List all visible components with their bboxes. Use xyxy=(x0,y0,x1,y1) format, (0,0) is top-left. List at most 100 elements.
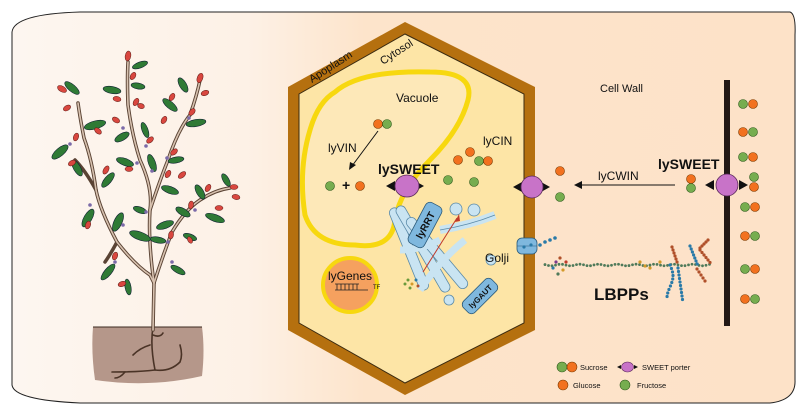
sucrose-molecule xyxy=(740,231,760,241)
monosaccharide-bead xyxy=(671,248,675,252)
monosaccharide-bead xyxy=(571,264,575,267)
sweet-porter-cell-wall xyxy=(705,173,748,197)
monosaccharide-bead xyxy=(676,269,681,274)
monosaccharide-bead xyxy=(547,264,550,267)
cytosol-sugars xyxy=(443,147,493,187)
monosaccharide-bead xyxy=(561,268,565,272)
monosaccharide-bead xyxy=(704,240,708,244)
monosaccharide-bead xyxy=(558,256,562,260)
monosaccharide-bead xyxy=(700,250,704,255)
monosaccharide-bead xyxy=(564,263,568,267)
goji-plant-illustration xyxy=(51,50,241,384)
sucrose-molecule xyxy=(686,174,696,193)
plus-sign: + xyxy=(342,177,350,193)
monosaccharide-bead xyxy=(613,263,617,266)
monosaccharide-bead xyxy=(672,251,676,255)
monosaccharide-bead xyxy=(676,266,680,270)
monosaccharide-bead xyxy=(702,242,706,246)
legend-label-glucose: Glucose xyxy=(573,381,601,390)
monosaccharide-bead xyxy=(704,255,708,260)
monosaccharide-bead xyxy=(606,264,610,268)
sucrose-molecule xyxy=(373,119,392,129)
monosaccharide-bead xyxy=(677,276,682,281)
monosaccharide-bead xyxy=(677,273,681,277)
monosaccharide-bead xyxy=(592,263,596,267)
lycwin-label: lyCWIN xyxy=(598,169,639,183)
monosaccharide-bead xyxy=(690,250,695,254)
monosaccharide-bead xyxy=(680,294,684,298)
sucrose-molecule xyxy=(740,294,760,304)
apoplast-region: Cell Wall lyCWIN lySWEET LBPPs xyxy=(543,80,760,326)
legend-label-fructose: Fructose xyxy=(637,381,666,390)
monosaccharide-bead xyxy=(678,280,682,284)
monosaccharide-bead xyxy=(708,260,712,265)
monosaccharide-bead xyxy=(670,280,674,285)
sweet-porter-vacuole xyxy=(386,174,424,198)
monosaccharide-bead xyxy=(693,256,697,260)
monosaccharide-bead xyxy=(673,262,676,266)
monosaccharide-bead xyxy=(699,273,703,277)
fructose-molecule xyxy=(555,192,565,202)
sucrose-molecule xyxy=(749,172,759,192)
monosaccharide-bead xyxy=(665,294,669,299)
monosaccharide-bead xyxy=(706,238,710,242)
monosaccharide-bead xyxy=(666,264,669,267)
legend-label-sweet-porter: SWEET porter xyxy=(642,363,691,372)
monosaccharide-bead xyxy=(543,263,547,266)
monosaccharide-bead xyxy=(689,247,693,251)
exported-chain xyxy=(538,236,557,247)
monosaccharide-bead xyxy=(603,263,606,267)
monosaccharide-bead xyxy=(648,266,652,270)
monosaccharide-bead xyxy=(599,263,603,266)
monosaccharide-bead xyxy=(582,263,585,267)
monosaccharide-bead xyxy=(690,262,694,266)
monosaccharide-bead xyxy=(589,264,592,268)
roots xyxy=(111,326,183,379)
monosaccharide-bead xyxy=(634,262,638,266)
cell-wall-label: Cell Wall xyxy=(600,83,643,95)
monosaccharide-bead xyxy=(679,290,684,295)
monosaccharide-bead xyxy=(554,260,558,264)
flowers xyxy=(68,116,197,264)
lysweet-outer-label: lySWEET xyxy=(658,156,720,172)
monosaccharide-bead xyxy=(624,264,627,268)
monosaccharide-bead xyxy=(698,246,702,250)
lyvin-label: lyVIN xyxy=(328,141,357,155)
monosaccharide-bead xyxy=(554,263,557,267)
lbpps-label: LBPPs xyxy=(594,285,649,304)
monosaccharide-bead xyxy=(702,253,706,257)
sucrose-molecule xyxy=(740,264,760,274)
monosaccharide-bead xyxy=(706,258,710,262)
monosaccharide-bead xyxy=(575,263,578,266)
monosaccharide-bead xyxy=(701,264,704,268)
goji-berries xyxy=(57,50,241,287)
monosaccharide-bead xyxy=(551,266,555,270)
monosaccharide-bead xyxy=(668,263,672,267)
monosaccharide-bead xyxy=(610,263,613,267)
monosaccharide-bead xyxy=(680,297,685,302)
monosaccharide-bead xyxy=(688,244,692,248)
fructose-molecule xyxy=(325,181,335,191)
monosaccharide-bead xyxy=(578,262,582,266)
lygenes-label: lyGenes xyxy=(328,269,372,283)
glucose-molecule xyxy=(555,166,565,176)
monosaccharide-bead xyxy=(692,253,696,257)
monosaccharide-bead xyxy=(568,264,571,268)
monosaccharide-bead xyxy=(683,264,687,268)
monosaccharide-bead xyxy=(701,276,705,280)
sucrose-molecule xyxy=(738,152,758,162)
monosaccharide-bead xyxy=(670,270,675,274)
leaves xyxy=(51,60,231,296)
soil xyxy=(92,327,204,384)
tf-label: TF xyxy=(373,285,381,291)
monosaccharide-bead xyxy=(666,291,670,295)
monosaccharide-bead xyxy=(556,272,560,276)
monosaccharide-bead xyxy=(674,257,678,261)
monosaccharide-bead xyxy=(659,263,662,267)
monosaccharide-bead xyxy=(564,260,568,264)
sucrose-molecule xyxy=(738,127,758,137)
monosaccharide-bead xyxy=(673,254,677,258)
polysaccharide-exporter xyxy=(516,237,538,255)
golji-label: Golji xyxy=(485,251,509,265)
monosaccharide-bead xyxy=(687,263,690,267)
